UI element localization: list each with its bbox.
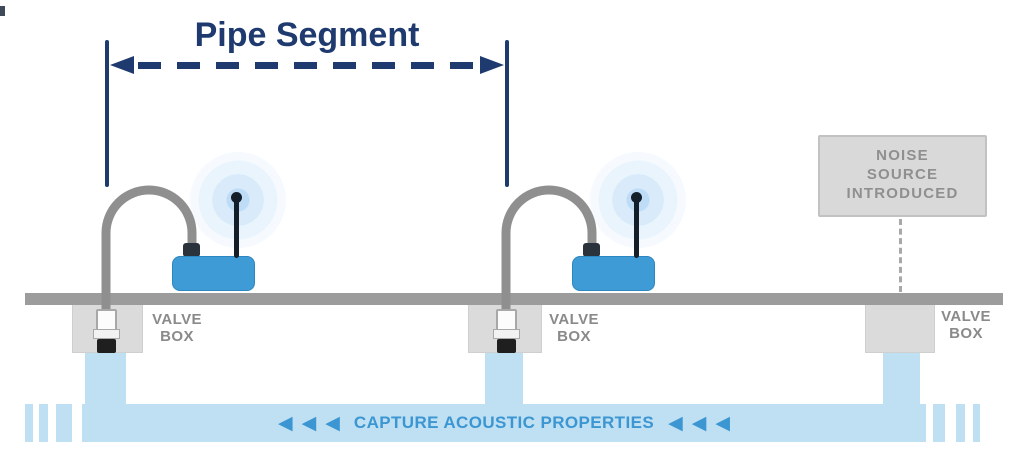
pipe-riser xyxy=(883,352,920,405)
segment-extent-dashed-line xyxy=(138,62,480,69)
segment-bracket-left-line xyxy=(105,40,109,187)
antenna-icon xyxy=(634,197,639,258)
antenna-tip xyxy=(631,192,642,203)
pipe-continuation-dash xyxy=(56,404,72,442)
edge-artifact xyxy=(0,6,5,16)
valve-box-3 xyxy=(865,305,935,353)
valve-box-label: VALVE BOX xyxy=(549,311,599,345)
antenna-tip xyxy=(231,192,242,203)
cable-connector-nub xyxy=(583,243,600,257)
left-triangle-icon: ◀ xyxy=(668,412,683,434)
connector-collar xyxy=(493,329,520,339)
water-main-pipe xyxy=(82,404,926,442)
connector-body xyxy=(496,309,517,331)
acoustic-sensor-2 xyxy=(572,256,655,291)
pipe-segment-title: Pipe Segment xyxy=(194,16,420,54)
left-triangle-icon: ◀ xyxy=(325,412,340,434)
pipe-continuation-dash xyxy=(39,404,48,442)
left-triangle-icon: ◀ xyxy=(301,412,317,434)
pipe-continuation-dash xyxy=(933,404,945,442)
cable-connector-nub xyxy=(183,243,200,257)
capture-acoustic-banner: ◀ ◀ ◀ CAPTURE ACOUSTIC PROPERTIES ◀ ◀ ◀ xyxy=(82,404,926,442)
left-triangle-icon: ◀ xyxy=(715,412,730,434)
connector-collar xyxy=(93,329,120,339)
pipe-continuation-dash xyxy=(973,404,980,442)
arrowhead-left-icon xyxy=(110,56,134,74)
left-arrow-group: ◀ ◀ ◀ xyxy=(278,414,340,433)
segment-bracket-right-line xyxy=(505,40,509,187)
connector-cap xyxy=(497,339,516,353)
left-triangle-icon: ◀ xyxy=(691,412,707,434)
pipe-riser xyxy=(85,352,126,405)
valve-box-label: VALVE BOX xyxy=(941,308,991,342)
connector-body xyxy=(96,309,117,331)
noise-source-label: NOISE SOURCE INTRODUCED xyxy=(846,147,959,202)
acoustic-sensor-1 xyxy=(172,256,255,291)
pipe-continuation-dash xyxy=(25,404,33,442)
arrowhead-right-icon xyxy=(480,56,504,74)
valve-box-label: VALVE BOX xyxy=(152,311,202,345)
noise-source-box: NOISE SOURCE INTRODUCED xyxy=(818,135,987,217)
antenna-icon xyxy=(234,197,239,258)
noise-source-dashed-line xyxy=(899,219,902,292)
capture-acoustic-label: CAPTURE ACOUSTIC PROPERTIES xyxy=(353,413,655,432)
left-triangle-icon: ◀ xyxy=(278,412,293,434)
connector-cap xyxy=(97,339,116,353)
pipe-riser xyxy=(485,352,523,405)
pipe-continuation-dash xyxy=(956,404,965,442)
ground-surface-line xyxy=(25,293,1003,305)
right-arrow-group: ◀ ◀ ◀ xyxy=(668,414,730,433)
